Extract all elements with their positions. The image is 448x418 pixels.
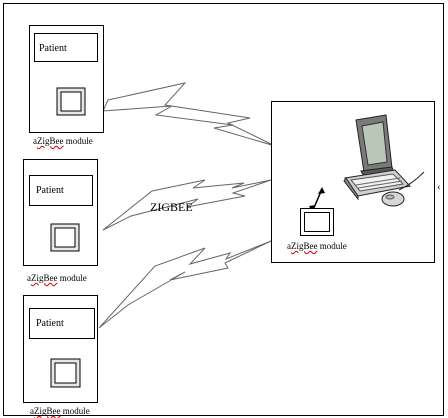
wireless-link-3	[99, 241, 271, 328]
patient-label-2: Patient	[36, 185, 64, 196]
pc-module-label: aZigBee module	[287, 241, 347, 251]
module-label-1: aZigBee module	[33, 136, 93, 146]
patient-label-3: Patient	[36, 318, 64, 329]
module-label-2: aZigBee module	[27, 273, 87, 283]
module-label-3: aZigBee module	[30, 406, 90, 416]
wireless-link-1	[103, 83, 275, 146]
edge-mark: ‹	[437, 182, 441, 192]
patient-label-1: Patient	[39, 43, 67, 54]
zigbee-link-label: ZIGBEE	[150, 201, 193, 214]
